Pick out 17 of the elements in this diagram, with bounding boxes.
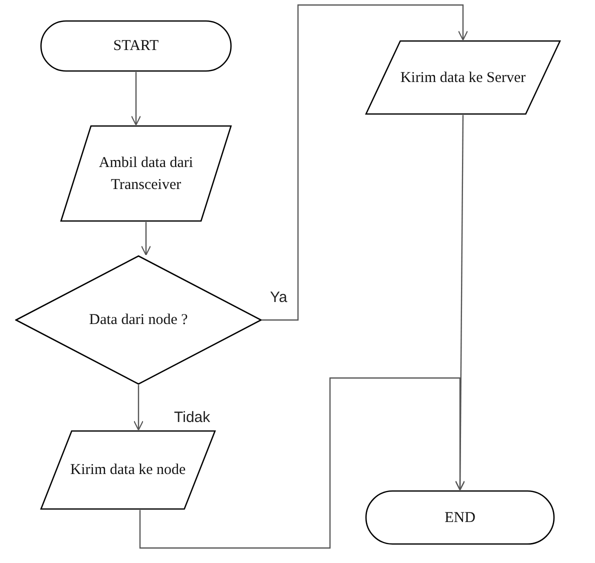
- decision-diamond: [15, 255, 262, 385]
- edge-label: Ya: [268, 290, 290, 305]
- arrow: [262, 4, 468, 321]
- data-parallelogram: [365, 40, 561, 115]
- edge-label: Tidak: [172, 410, 212, 425]
- node-label: Ambil data dari Transceiver: [98, 154, 194, 194]
- data-parallelogram: [60, 125, 232, 222]
- data-parallelogram: [40, 430, 216, 510]
- arrow: [130, 72, 142, 126]
- node-label: START: [113, 37, 159, 56]
- arrow: [140, 222, 152, 256]
- node-label: Kirim data ke Server: [400, 68, 526, 88]
- node-label: END: [444, 508, 476, 528]
- node-label: Kirim data ke node: [70, 461, 186, 480]
- arrow: [133, 385, 144, 431]
- arrow: [139, 377, 466, 549]
- node-label: Data dari node ?: [89, 311, 188, 330]
